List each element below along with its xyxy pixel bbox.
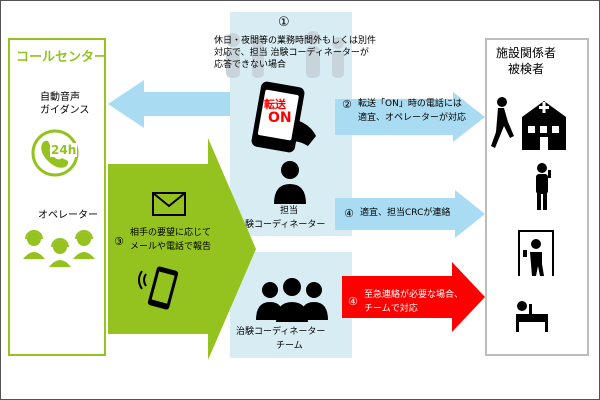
- step4b-text-2: チームで対応: [364, 304, 418, 314]
- arrow-step2: [335, 92, 485, 142]
- step2-text-2: 適宜、オペレーターが対応: [358, 113, 467, 123]
- auto-voice-label-1: 自動音声: [40, 92, 80, 103]
- team-people-icon: [256, 278, 328, 322]
- step4b-number: ④: [348, 295, 358, 308]
- arrow-step4b: [342, 262, 485, 332]
- forward-phone-icon: [251, 81, 316, 153]
- on-label: ON: [268, 110, 292, 126]
- subject-box: [485, 38, 589, 356]
- call-center-box: [8, 38, 106, 356]
- operators-icon: [23, 230, 95, 267]
- person-door-icon: [518, 230, 554, 276]
- step3-number: ③: [114, 235, 124, 248]
- smartphone-icon: [138, 266, 179, 310]
- step4b-text-1: 至急連絡が必要な場合、: [364, 290, 464, 300]
- arrow-step4a: [335, 190, 485, 238]
- arrow-to-call-center: [108, 80, 230, 128]
- team-label-1: 治験コーディネーター: [236, 327, 326, 337]
- subject-title-2: 被検者: [508, 62, 545, 76]
- step2-number: ②: [342, 98, 352, 111]
- step1-number: ①: [278, 15, 290, 30]
- operator-label: オペレーター: [38, 210, 98, 221]
- badge-24h: 24h: [50, 143, 78, 157]
- patient-bed-icon: [516, 301, 548, 332]
- step2-text-1: 転送「ON」時の電話には: [358, 99, 462, 109]
- coordinator-person-icon: [274, 161, 306, 204]
- arrow-step3: [108, 138, 256, 360]
- forward-label: 転送: [264, 98, 286, 111]
- step1-text-1: 休日・夜間等の業務時間外もしくは別件: [214, 36, 377, 46]
- call-center-title: コールセンター: [16, 50, 108, 65]
- team-label-2: チーム: [276, 341, 303, 351]
- background-people-icon: [226, 31, 344, 78]
- step1-text-2: 対応で、担当 治験コーディネーターが: [214, 48, 369, 58]
- subject-title-1: 施設関係者: [496, 46, 557, 60]
- step4a-number: ④: [344, 207, 354, 220]
- coordinator-label-2: 治験コーディネーター: [236, 220, 326, 230]
- step4a-text: 適宜、担当CRCが連絡: [360, 208, 451, 218]
- step1-text-3: 応答できない場合: [214, 60, 287, 70]
- step3-text-1: 相手の要望に応じて: [130, 228, 212, 238]
- step3-text-2: メールや電話で報告: [130, 242, 212, 252]
- person-phone-icon: [536, 163, 551, 210]
- coordinator-label-1: 担当: [280, 206, 299, 216]
- hospital-icon: [491, 97, 566, 150]
- mail-icon: [152, 192, 186, 216]
- auto-voice-label-2: ガイダンス: [40, 105, 90, 116]
